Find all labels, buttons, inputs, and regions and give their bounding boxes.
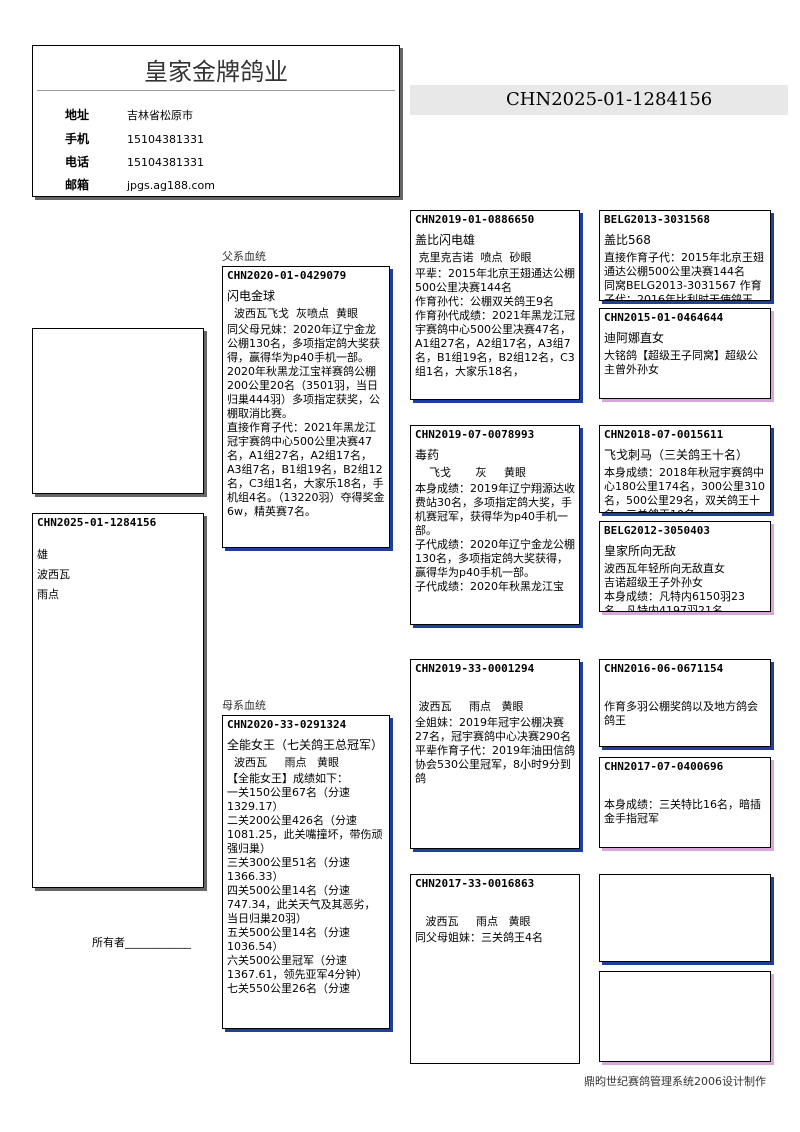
sire-ring: CHN2020-01-0429079: [227, 269, 347, 282]
ring-number-banner: CHN2025-01-1284156: [410, 85, 788, 115]
phone-label: 电话: [65, 155, 90, 169]
dam-card: CHN2020-33-0291324 全能女王（七关鸽王总冠军） 波西瓦 雨点 …: [222, 715, 390, 1029]
sire-traits: 波西瓦飞戈 灰喷点 黄眼: [227, 307, 358, 320]
paternal-grandsire-card: CHN2019-01-0886650 盖比闪电雄 克里克吉诺 喷点 砂眼 平辈：…: [410, 210, 580, 400]
dam-ring: CHN2020-33-0291324: [227, 718, 347, 731]
great-grandparent-card-6: CHN2017-07-0400696 本身成绩：三关特比16名，暗插金手指冠军: [599, 757, 771, 848]
address-row: 地址 吉林省松原市: [65, 106, 193, 123]
dam-notes: 【全能女王】成绩如下： 一关150公里67名（分速1329.17） 二关200公…: [227, 772, 383, 995]
ggp-notes: 大铭鸽【超级王子同窝】超级公主曾外孙女: [604, 349, 758, 376]
sire-card: CHN2020-01-0429079 闪电金球 波西瓦飞戈 灰喷点 黄眼 同父母…: [222, 266, 390, 548]
great-grandparent-card-1: BELG2013-3031568 盖比568 直接作育子代：2015年北京王翅通…: [599, 210, 771, 301]
ggp-name: 皇家所向无敌: [604, 544, 677, 558]
phone-row: 电话 15104381331: [65, 153, 204, 170]
great-grandparent-card-5: CHN2016-06-0671154 作育多羽公棚奖鸽以及地方鸽会鸽王: [599, 659, 771, 747]
dam-traits: 波西瓦 雨点 黄眼: [227, 756, 339, 769]
ggp-notes: 直接作育子代：2015年北京王翅通达公棚500公里决赛144名 同窝BELG20…: [604, 251, 764, 301]
grandparent-notes: 全姐妹：2019年冠宇公棚决赛27名，冠宇赛鸽中心决赛290名 平辈作育子代：2…: [415, 716, 575, 785]
ggp-ring: BELG2012-3050403: [604, 524, 710, 537]
great-grandparent-card-4: BELG2012-3050403 皇家所向无敌 波西瓦年轻所向无敌直女 吉诺超级…: [599, 521, 771, 612]
ggp-name: [604, 780, 766, 794]
dam-line-label: 母系血统: [222, 699, 266, 712]
great-grandparent-card-3: CHN2018-07-0015611 飞戈刺马（三关鸽王十名） 本身成绩：201…: [599, 425, 771, 513]
ggp-name: [604, 682, 766, 696]
grandparent-notes: 同父母姐妹：三关鸽王4名: [415, 931, 543, 944]
maternal-granddam-card: CHN2017-33-0016863 波西瓦 雨点 黄眼 同父母姐妹：三关鸽王4…: [410, 874, 580, 1064]
mobile-row: 手机 15104381331: [65, 130, 204, 147]
subject-sex: 雄: [37, 548, 48, 561]
owner-signature-line: 所有者____________: [92, 936, 191, 949]
grandparent-name: 毒药: [415, 448, 440, 462]
subject-eye: 雨点: [37, 588, 59, 601]
ggp-name: 盖比568: [604, 233, 651, 247]
grandparent-notes: 本身成绩：2019年辽宁翔源达收费站30名，多项指定鸽大奖，手机赛冠军，获得华为…: [415, 482, 575, 593]
ggp-notes: 本身成绩：三关特比16名，暗插金手指冠军: [604, 798, 761, 825]
grandparent-name: [415, 897, 575, 911]
ggp-ring: CHN2015-01-0464644: [604, 311, 724, 324]
email-row: 邮箱 jpgs.ag188.com: [65, 176, 215, 193]
ring-number-title: CHN2025-01-1284156: [506, 89, 713, 110]
grandparent-notes: 平辈：2015年北京王翅通达公棚500公里决赛144名 作育孙代：公棚双关鸽王9…: [415, 267, 575, 378]
email-value: jpgs.ag188.com: [127, 179, 215, 192]
sire-notes: 同父母兄妹：2020年辽宁金龙公棚130名，多项指定鸽大奖获得，赢得华为p40手…: [227, 323, 385, 518]
sire-line-label: 父系血统: [222, 250, 266, 263]
ggp-notes: 本身成绩：2018年秋冠宇赛鸽中心180公里174名，300公里310名，500…: [604, 466, 765, 512]
address-value: 吉林省松原市: [127, 109, 193, 122]
great-grandparent-card-8: [599, 971, 771, 1062]
breeder-info-card: 皇家金牌鸽业 地址 吉林省松原市 手机 15104381331 电话 15104381…: [32, 45, 400, 197]
grandparent-traits: 克里克吉诺 喷点 砂眼: [415, 251, 532, 264]
subject-ring: CHN2025-01-1284156: [37, 516, 157, 529]
pigeon-photo-frame: [32, 328, 204, 494]
header-divider: [37, 90, 395, 91]
grandparent-name: [415, 682, 575, 696]
breeder-title: 皇家金牌鸽业: [144, 58, 288, 86]
ggp-name: 飞戈刺马（三关鸽王十名）: [604, 448, 749, 462]
grandparent-ring: CHN2019-01-0886650: [415, 213, 535, 226]
subject-pigeon-card: CHN2025-01-1284156 雄 波西瓦 雨点: [32, 513, 204, 888]
subject-color: 波西瓦: [37, 568, 70, 581]
email-label: 邮箱: [65, 178, 90, 192]
sire-name: 闪电金球: [227, 289, 276, 303]
maternal-grandsire-card: CHN2019-33-0001294 波西瓦 雨点 黄眼 全姐妹：2019年冠宇…: [410, 659, 580, 849]
phone-value: 15104381331: [127, 156, 204, 169]
mobile-value: 15104381331: [127, 133, 204, 146]
mobile-label: 手机: [65, 132, 90, 146]
ggp-ring: CHN2018-07-0015611: [604, 428, 724, 441]
paternal-granddam-card: CHN2019-07-0078993 毒药 飞戈 灰 黄眼 本身成绩：2019年…: [410, 425, 580, 625]
ggp-notes: 波西瓦年轻所向无敌直女 吉诺超级王子外孙女 本身成绩：凡特内6150羽23名，凡…: [604, 562, 745, 612]
grandparent-ring: CHN2019-07-0078993: [415, 428, 535, 441]
great-grandparent-card-7: [599, 874, 771, 962]
grandparent-ring: CHN2017-33-0016863: [415, 877, 535, 890]
ggp-name: 迪阿娜直女: [604, 331, 665, 345]
grandparent-ring: CHN2019-33-0001294: [415, 662, 535, 675]
great-grandparent-card-2: CHN2015-01-0464644 迪阿娜直女 大铭鸽【超级王子同窝】超级公主…: [599, 308, 771, 399]
address-label: 地址: [65, 108, 90, 122]
grandparent-traits: 波西瓦 雨点 黄眼: [415, 700, 524, 713]
grandparent-traits: 飞戈 灰 黄眼: [415, 466, 526, 479]
grandparent-name: 盖比闪电雄: [415, 233, 476, 247]
footer-credit: 鼎昀世纪赛鸽管理系统2006设计制作: [584, 1075, 766, 1088]
ggp-notes: 作育多羽公棚奖鸽以及地方鸽会鸽王: [604, 700, 758, 727]
grandparent-traits: 波西瓦 雨点 黄眼: [415, 915, 531, 928]
ggp-ring: BELG2013-3031568: [604, 213, 710, 226]
dam-name: 全能女王（七关鸽王总冠军）: [227, 738, 384, 752]
ggp-ring: CHN2016-06-0671154: [604, 662, 724, 675]
ggp-ring: CHN2017-07-0400696: [604, 760, 724, 773]
